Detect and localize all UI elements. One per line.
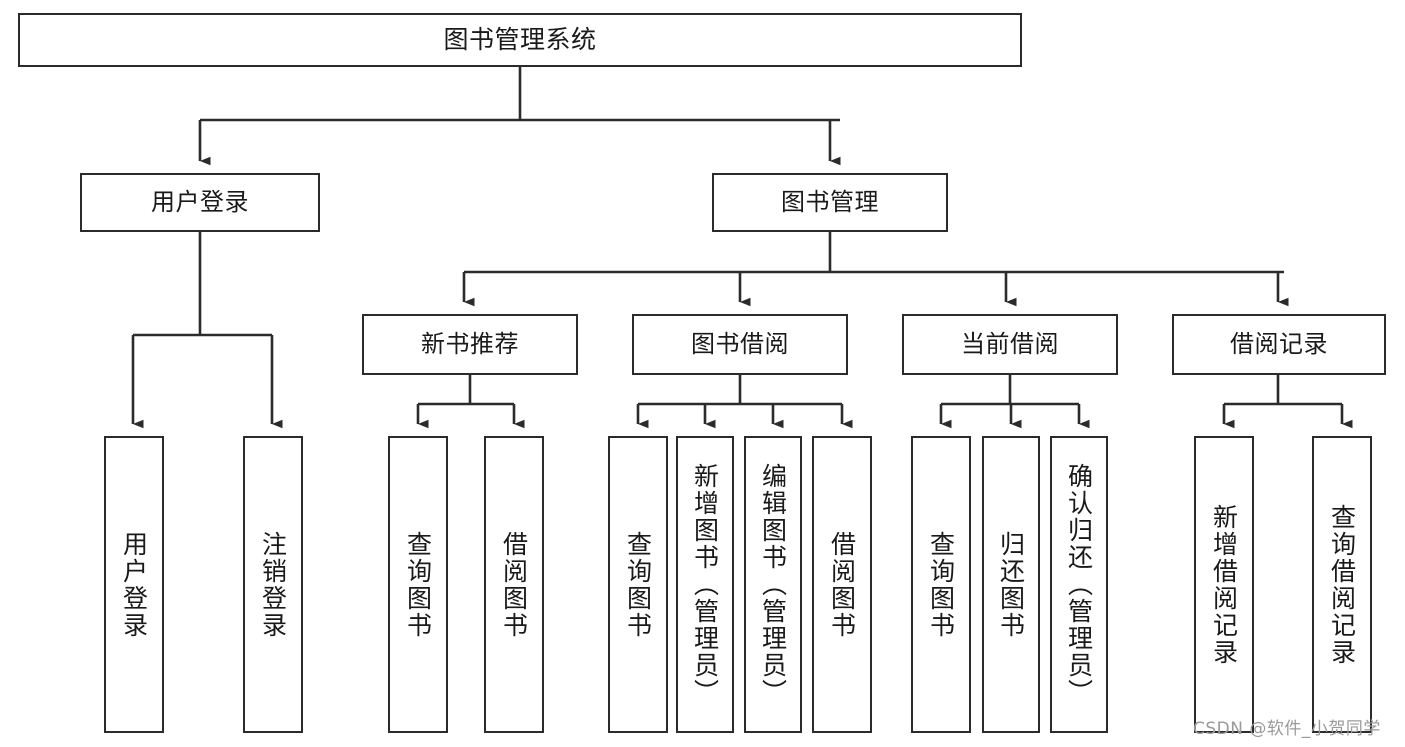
node-leaf-confirm-return[interactable]: 确认归还（管理员） (1050, 436, 1108, 733)
node-leaf-add-book-label: 新增图书（管理员） (690, 463, 720, 706)
node-leaf-query-record-label: 查询借阅记录 (1327, 503, 1357, 666)
node-leaf-add-book[interactable]: 新增图书（管理员） (676, 436, 734, 733)
node-book-manage-label: 图书管理 (781, 187, 879, 216)
node-leaf-return-book-label: 归还图书 (996, 530, 1026, 639)
node-leaf-add-record-label: 新增借阅记录 (1209, 503, 1239, 666)
node-leaf-query-book-3-label: 查询图书 (926, 530, 956, 639)
node-user-login-label: 用户登录 (151, 187, 249, 216)
node-leaf-query-book-2[interactable]: 查询图书 (608, 436, 668, 733)
node-book-borrow-label: 图书借阅 (691, 329, 789, 358)
node-leaf-user-login-label: 用户登录 (119, 530, 149, 639)
node-leaf-borrow-book-1-label: 借阅图书 (499, 530, 529, 639)
node-borrow-record-label: 借阅记录 (1230, 329, 1328, 358)
node-leaf-confirm-return-label: 确认归还（管理员） (1064, 463, 1094, 706)
node-leaf-add-record[interactable]: 新增借阅记录 (1194, 436, 1254, 733)
node-leaf-query-book-2-label: 查询图书 (623, 530, 653, 639)
node-current-borrow-label: 当前借阅 (961, 329, 1059, 358)
node-user-login[interactable]: 用户登录 (80, 173, 320, 232)
node-current-borrow[interactable]: 当前借阅 (902, 314, 1118, 375)
node-leaf-edit-book-label: 编辑图书（管理员） (758, 463, 788, 706)
node-leaf-logout[interactable]: 注销登录 (243, 436, 303, 733)
node-new-book-recommend[interactable]: 新书推荐 (362, 314, 578, 375)
node-leaf-user-login[interactable]: 用户登录 (104, 436, 164, 733)
node-book-borrow[interactable]: 图书借阅 (632, 314, 848, 375)
csdn-watermark: CSDN @软件_小贺同学 (1193, 719, 1381, 739)
node-leaf-borrow-book-2-label: 借阅图书 (827, 530, 857, 639)
node-root[interactable]: 图书管理系统 (18, 13, 1022, 67)
node-borrow-record[interactable]: 借阅记录 (1172, 314, 1386, 375)
node-book-manage[interactable]: 图书管理 (712, 173, 948, 232)
node-root-label: 图书管理系统 (443, 24, 597, 54)
node-leaf-query-book-1-label: 查询图书 (403, 530, 433, 639)
node-leaf-query-book-1[interactable]: 查询图书 (388, 436, 448, 733)
node-leaf-borrow-book-2[interactable]: 借阅图书 (812, 436, 872, 733)
node-leaf-edit-book[interactable]: 编辑图书（管理员） (744, 436, 802, 733)
node-leaf-borrow-book-1[interactable]: 借阅图书 (484, 436, 544, 733)
node-leaf-logout-label: 注销登录 (258, 530, 288, 639)
node-leaf-query-book-3[interactable]: 查询图书 (911, 436, 971, 733)
node-leaf-return-book[interactable]: 归还图书 (982, 436, 1040, 733)
node-new-book-recommend-label: 新书推荐 (421, 329, 519, 358)
node-leaf-query-record[interactable]: 查询借阅记录 (1312, 436, 1372, 733)
